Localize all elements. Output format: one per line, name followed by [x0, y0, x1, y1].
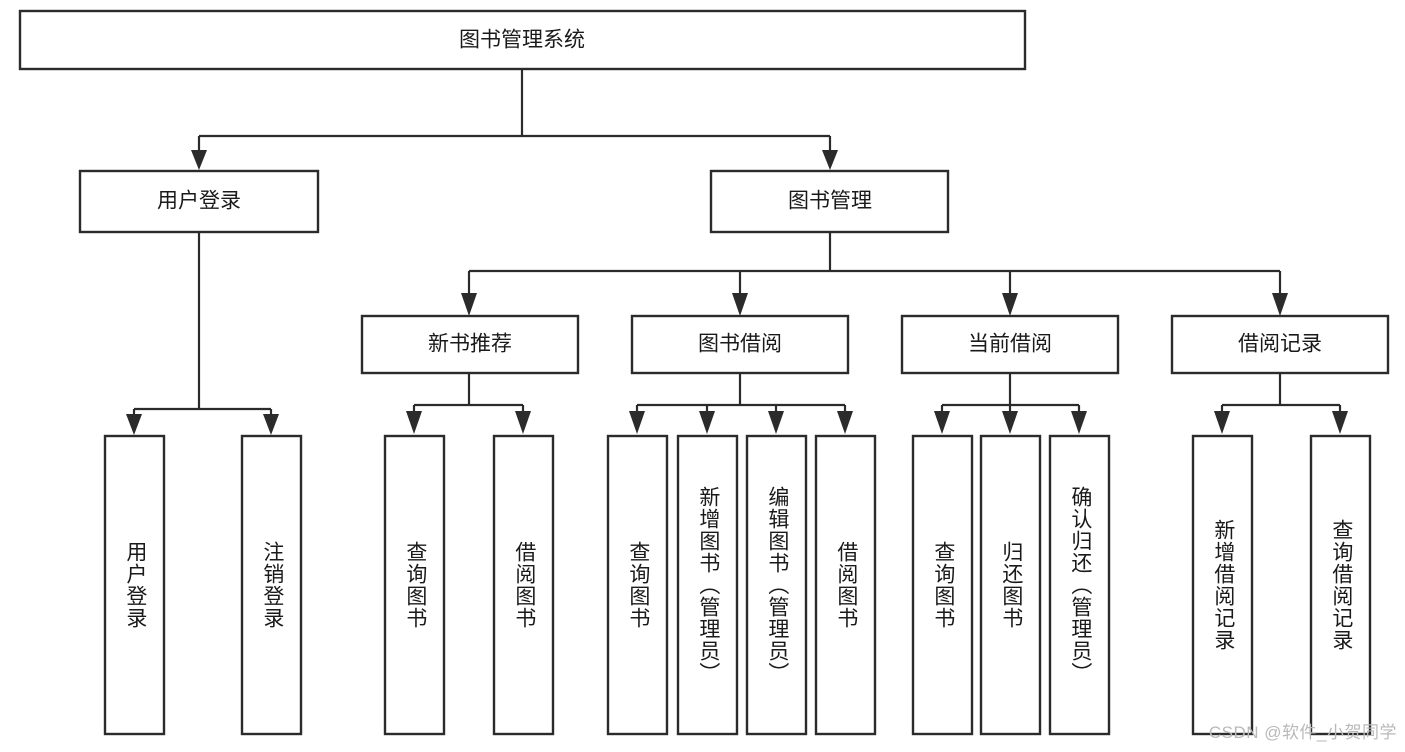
node-box-book-manage[interactable]	[709, 169, 950, 234]
arrowhead-leaf-borrow-book-1	[515, 411, 531, 434]
arrowhead-leaf-query-record	[1332, 411, 1348, 434]
arrowhead-leaf-add-record	[1214, 411, 1230, 434]
node-label-book-borrow: 图书借阅	[698, 333, 782, 356]
arrowhead-book-manage	[822, 150, 838, 170]
node-box-leaf-confirm-return[interactable]	[1048, 434, 1111, 736]
arrowhead-leaf-return-book	[1002, 411, 1018, 434]
arrowhead-leaf-user-login	[126, 414, 142, 435]
node-label-borrow-record: 借阅记录	[1238, 333, 1322, 356]
connector-group-root	[191, 70, 838, 170]
node-box-leaf-query-book-1[interactable]	[383, 434, 446, 736]
node-box-borrow-record[interactable]	[1170, 314, 1390, 375]
arrowhead-leaf-confirm-return	[1071, 411, 1087, 434]
connector-group-new-book-recommend	[406, 373, 531, 434]
node-box-leaf-borrow-book-1[interactable]	[492, 434, 555, 736]
node-box-leaf-user-login[interactable]	[103, 434, 166, 736]
arrowhead-leaf-edit-book	[768, 411, 784, 434]
node-box-leaf-query-book-2[interactable]	[606, 434, 669, 736]
node-box-leaf-add-book[interactable]	[676, 434, 739, 736]
node-label-new-book-recommend: 新书推荐	[428, 333, 512, 356]
arrowhead-book-borrow	[732, 293, 748, 316]
arrowhead-current-borrow	[1002, 293, 1018, 316]
connector-group-borrow-record	[1214, 373, 1348, 434]
connector-group-book-borrow	[629, 373, 853, 434]
arrowhead-borrow-record	[1272, 293, 1288, 316]
node-box-leaf-return-book[interactable]	[979, 434, 1042, 736]
connector-group-user-login	[126, 232, 279, 435]
connector-group-current-borrow	[934, 373, 1087, 434]
arrowhead-leaf-borrow-book-2	[837, 411, 853, 434]
arrowhead-leaf-query-book-3	[934, 411, 950, 434]
node-box-root[interactable]	[18, 9, 1027, 71]
node-box-book-borrow[interactable]	[630, 314, 850, 375]
node-box-leaf-query-book-3[interactable]	[911, 434, 974, 736]
arrowhead-leaf-query-book-1	[406, 411, 422, 434]
node-box-user-login[interactable]	[78, 169, 320, 234]
arrowhead-leaf-logout	[263, 414, 279, 435]
node-box-new-book-recommend[interactable]	[360, 314, 580, 375]
node-label-root: 图书管理系统	[459, 29, 585, 52]
node-label-current-borrow: 当前借阅	[968, 333, 1052, 356]
node-label-book-manage: 图书管理	[788, 190, 872, 213]
arrowhead-leaf-add-book	[699, 411, 715, 434]
node-label-user-login: 用户登录	[157, 190, 241, 213]
arrowhead-new-book-recommend	[461, 293, 477, 316]
arrowhead-leaf-query-book-2	[629, 411, 645, 434]
node-box-leaf-borrow-book-2[interactable]	[814, 434, 877, 736]
node-box-leaf-logout[interactable]	[240, 434, 303, 736]
node-box-leaf-edit-book[interactable]	[745, 434, 808, 736]
node-box-leaf-add-record[interactable]	[1191, 434, 1254, 736]
arrowhead-user-login	[191, 150, 207, 170]
node-box-leaf-query-record[interactable]	[1309, 434, 1372, 736]
connector-group-book-manage	[461, 232, 1288, 316]
node-box-current-borrow[interactable]	[900, 314, 1120, 375]
csdn-watermark: CSDN @软件_小贺同学	[1208, 723, 1397, 742]
